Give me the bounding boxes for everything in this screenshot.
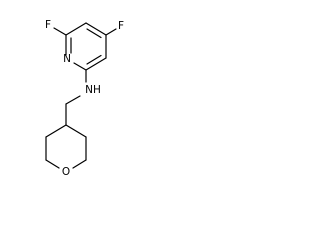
tetrahydropyran-ring: [45, 124, 87, 169]
bond-thp-c5-c4: [45, 124, 67, 138]
bond-c3-c2-inner: [86, 54, 102, 65]
bond-c3-f: [105, 28, 117, 36]
pyridine-ring: [65, 22, 107, 71]
bond-thp-c2-o: [72, 159, 87, 169]
bond-c5-c4-inner: [86, 28, 102, 39]
bond-c2-n1: [73, 62, 87, 71]
bond-nh-ch2: [65, 95, 81, 105]
bond-c3-c2: [85, 57, 107, 71]
chemical-structure-diagram: F F N NH O: [45, 19, 124, 178]
bond-c5-c4: [85, 22, 107, 36]
atom-label-f-right: F: [118, 20, 124, 32]
atom-label-nh: NH: [85, 84, 101, 96]
bond-c6-c5: [65, 22, 87, 36]
bond-c6-f: [53, 27, 67, 36]
atom-label-f-left: F: [45, 19, 51, 31]
atom-label-n-pyridine: N: [63, 53, 71, 65]
bond-thp-o-c6: [45, 159, 60, 169]
atom-label-o-ring: O: [62, 166, 70, 178]
bond-thp-c4-c3: [65, 124, 87, 138]
